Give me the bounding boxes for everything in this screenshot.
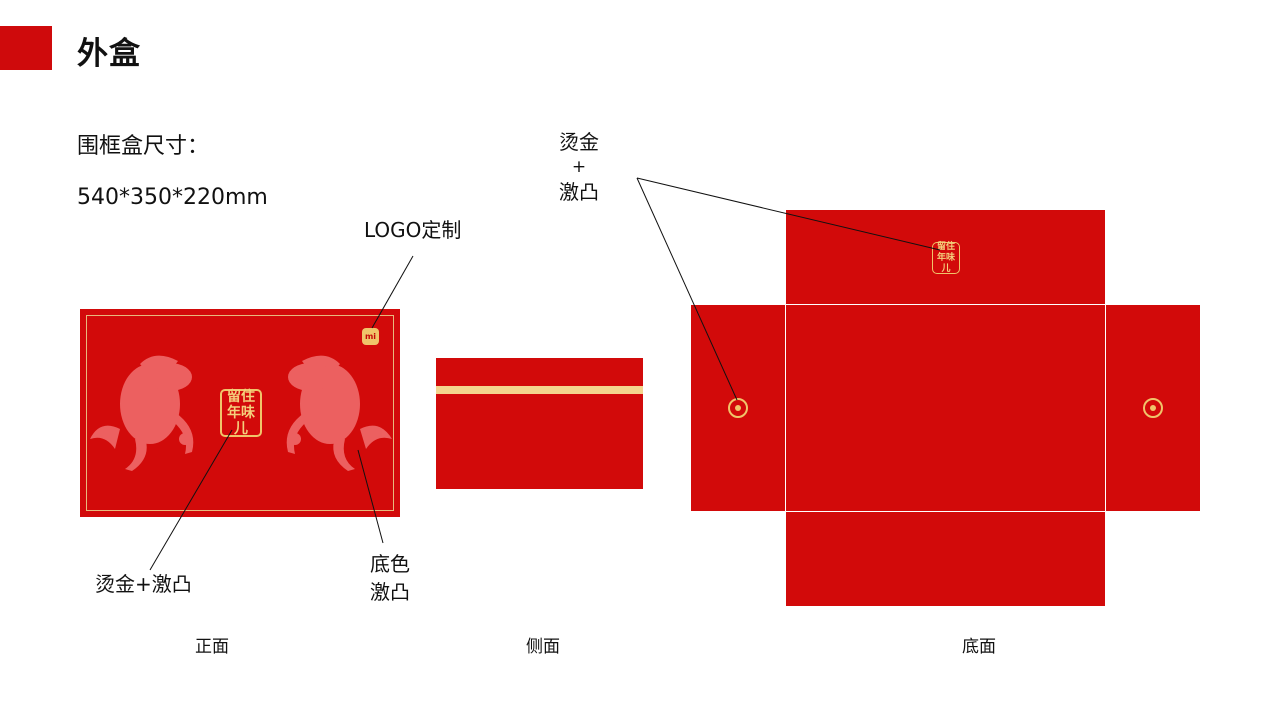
- leader-line-logo: [371, 255, 414, 329]
- seal-char: 留: [227, 389, 241, 405]
- brand-logo-badge: mi: [362, 328, 379, 345]
- callout-logo-custom: LOGO定制: [364, 218, 462, 242]
- seal-char: 儿: [234, 421, 248, 437]
- caption-side-view: 侧面: [526, 637, 560, 657]
- caption-front-view: 正面: [195, 637, 229, 657]
- net-center-panel: [786, 305, 1105, 511]
- callout-line: +: [571, 157, 587, 177]
- callout-line: 烫金: [559, 130, 599, 154]
- box-size-value: 540*350*220mm: [77, 185, 268, 210]
- net-bottom-panel: [786, 512, 1105, 606]
- net-left-panel: [691, 305, 785, 511]
- seal-char: 年: [936, 252, 946, 263]
- header-accent-block: [0, 26, 52, 70]
- flower-emblem-icon: [728, 398, 748, 418]
- seal-char: 住: [946, 241, 956, 252]
- callout-base-emboss: 底色 激凸: [370, 550, 410, 606]
- flower-emblem-icon: [1143, 398, 1163, 418]
- side-view-box: [436, 358, 643, 489]
- dragon-left-icon: [90, 355, 194, 471]
- page-title: 外盒: [77, 36, 141, 72]
- gold-stripe: [436, 386, 643, 394]
- seal-char: 味: [946, 252, 956, 263]
- box-size-label: 围框盒尺寸：: [77, 134, 210, 159]
- gold-seal-logo-small: 留 住 年 味 儿: [932, 242, 960, 274]
- gold-seal-logo: 留 住 年 味 儿: [220, 389, 262, 437]
- net-right-panel: [1106, 305, 1200, 511]
- seal-char: 味: [241, 405, 255, 421]
- callout-foil-emboss-front: 烫金+激凸: [95, 572, 192, 596]
- seal-char: 住: [241, 389, 255, 405]
- dragon-right-icon: [286, 355, 392, 471]
- caption-bottom-view: 底面: [962, 637, 996, 657]
- seal-char: 留: [936, 241, 946, 252]
- front-gold-frame: [86, 315, 394, 511]
- seal-char: 年: [227, 405, 241, 421]
- seal-char: 儿: [941, 263, 951, 274]
- callout-line: 激凸: [370, 580, 410, 604]
- leader-line-foil-front: [149, 429, 233, 571]
- callout-foil-emboss-top: 烫金 + 激凸: [554, 128, 604, 206]
- front-view-box: mi 留 住 年 味 儿: [80, 309, 400, 517]
- leader-line-base-emboss: [357, 449, 384, 544]
- callout-line: 激凸: [559, 180, 599, 204]
- leader-line-foil-top: [636, 177, 941, 251]
- callout-line: 底色: [370, 552, 410, 576]
- dragon-decoration: [90, 355, 392, 471]
- leader-line-foil-side: [636, 177, 738, 401]
